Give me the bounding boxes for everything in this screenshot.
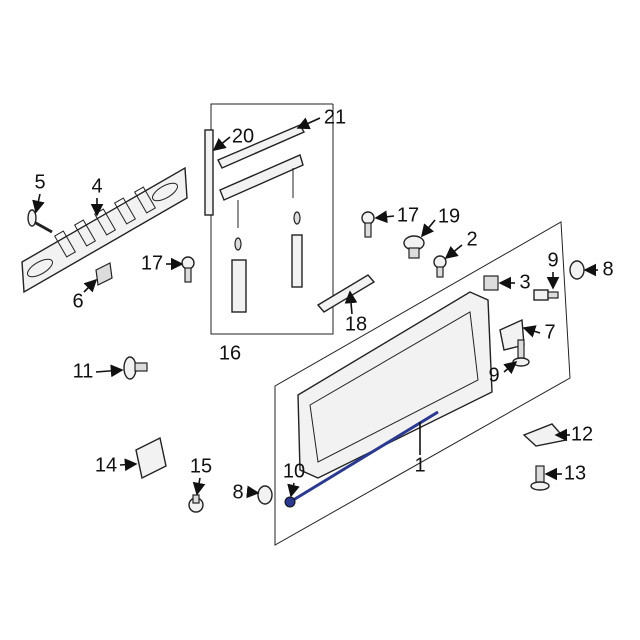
part-6-clip[interactable]	[95, 262, 113, 286]
callout-8-right: 8	[602, 258, 613, 280]
part-1-tailgate[interactable]	[274, 221, 571, 546]
callout-12: 12	[571, 423, 593, 445]
callout-6: 6	[72, 290, 83, 312]
callout-17-left: 17	[141, 252, 163, 274]
part-17-bolt-left[interactable]	[181, 256, 195, 283]
callout-3: 3	[519, 271, 530, 293]
part-2-screw[interactable]	[433, 255, 447, 278]
part-19-clip[interactable]	[403, 235, 425, 259]
part-21-bracket[interactable]	[217, 124, 305, 313]
callout-17-right: 17	[397, 204, 419, 226]
part-11-rivet[interactable]	[123, 356, 148, 380]
callout-11: 11	[73, 360, 94, 382]
callout-9-top: 9	[547, 249, 558, 271]
callout-10: 10	[283, 460, 305, 482]
part-9-bolt-top[interactable]	[533, 289, 559, 301]
callout-4: 4	[91, 175, 102, 197]
callout-8-lower: 8	[232, 481, 243, 503]
part-18-handle[interactable]	[316, 274, 376, 313]
part-13-stud[interactable]	[530, 465, 550, 491]
callout-14: 14	[95, 454, 117, 476]
leader-arrows	[32, 117, 598, 499]
callout-15: 15	[190, 455, 212, 477]
part-14-latch[interactable]	[135, 436, 167, 480]
part-10-rod[interactable]	[284, 410, 439, 508]
part-8-bushing-right[interactable]	[569, 260, 585, 280]
callout-16: 16	[219, 342, 241, 364]
callout-2: 2	[466, 228, 477, 250]
callout-20: 20	[232, 125, 254, 147]
part-5-pin[interactable]	[27, 209, 53, 234]
part-3-nut[interactable]	[483, 275, 499, 291]
callout-1: 1	[414, 454, 425, 476]
callout-13: 13	[564, 462, 586, 484]
part-8-bushing-lower[interactable]	[257, 485, 273, 505]
part-15-bolt[interactable]	[188, 494, 204, 513]
callout-18: 18	[345, 313, 367, 335]
part-20-strut[interactable]	[204, 129, 214, 216]
callout-7: 7	[544, 321, 555, 343]
part-17-bolt-right[interactable]	[361, 211, 375, 238]
callout-19: 19	[438, 205, 460, 227]
part-16-group-box	[210, 103, 334, 335]
callout-9-lower: 9	[488, 364, 499, 386]
callout-21: 21	[324, 106, 346, 128]
callout-5: 5	[34, 171, 45, 193]
